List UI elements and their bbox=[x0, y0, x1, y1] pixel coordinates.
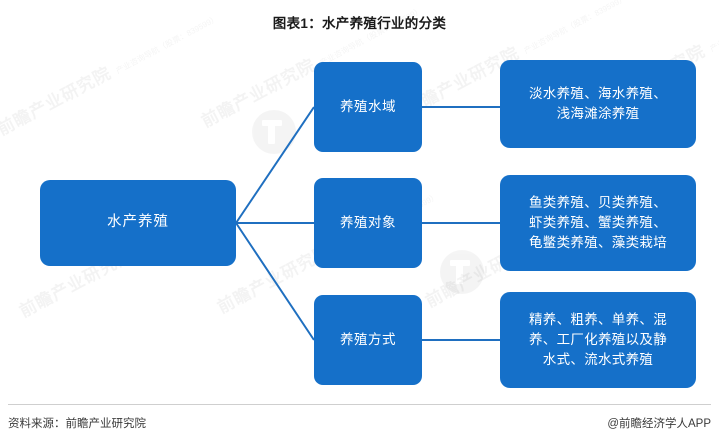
node-category-1-label: 养殖水域 bbox=[340, 98, 396, 114]
node-root-label: 水产养殖 bbox=[107, 214, 169, 231]
watermark-logo-icon bbox=[440, 250, 484, 294]
footer-source: 资料来源：前瞻产业研究院 bbox=[8, 418, 146, 430]
node-detail-2: 鱼类养殖、贝类养殖、虾类养殖、蟹类养殖、龟鳖类养殖、藻类栽培 bbox=[500, 175, 696, 271]
node-category-2-label: 养殖对象 bbox=[340, 214, 396, 230]
node-category-3: 养殖方式 bbox=[314, 295, 422, 385]
node-category-3-label: 养殖方式 bbox=[340, 331, 396, 347]
link-root-to-branch-1 bbox=[235, 106, 315, 224]
node-category-1: 养殖水域 bbox=[314, 62, 422, 152]
footer-divider bbox=[8, 404, 711, 405]
footer-attribution: @前瞻经济学人APP bbox=[607, 418, 711, 430]
page-title: 图表1：水产养殖行业的分类 bbox=[272, 16, 447, 31]
node-detail-1-label: 淡水养殖、海水养殖、浅海滩涂养殖 bbox=[529, 85, 667, 121]
node-category-2: 养殖对象 bbox=[314, 178, 422, 268]
watermark-logo-icon bbox=[252, 110, 296, 154]
footer: 资料来源：前瞻产业研究院 @前瞻经济学人APP bbox=[8, 412, 711, 434]
node-detail-3: 精养、粗养、单养、混养、工厂化养殖以及静水式、流水式养殖 bbox=[500, 292, 696, 388]
node-detail-2-label: 鱼类养殖、贝类养殖、虾类养殖、蟹类养殖、龟鳖类养殖、藻类栽培 bbox=[529, 194, 667, 251]
node-detail-1: 淡水养殖、海水养殖、浅海滩涂养殖 bbox=[500, 60, 696, 148]
node-root: 水产养殖 bbox=[40, 180, 236, 266]
node-detail-3-label: 精养、粗养、单养、混养、工厂化养殖以及静水式、流水式养殖 bbox=[529, 311, 667, 368]
link-root-to-branch-3 bbox=[235, 222, 315, 341]
